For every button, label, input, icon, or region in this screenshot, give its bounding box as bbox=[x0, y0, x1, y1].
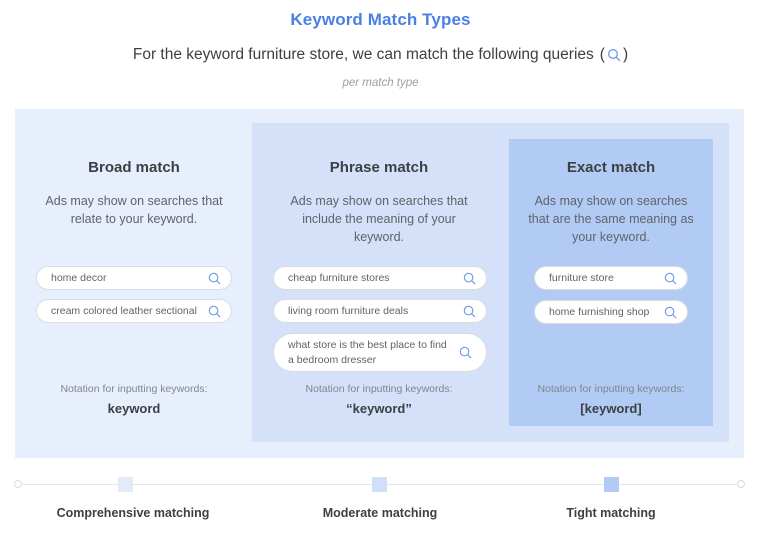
search-icon bbox=[208, 305, 221, 317]
per-match-type-label: per match type bbox=[342, 77, 419, 89]
phrase-match-description: Ads may show on searches that include th… bbox=[290, 194, 468, 244]
query-text: home furnishing shop bbox=[549, 305, 650, 318]
scale-marker-exact bbox=[604, 477, 619, 492]
query-pill: home decor bbox=[36, 266, 232, 290]
phrase-notation-label: Notation for inputting keywords: bbox=[305, 383, 453, 395]
query-text: cheap furniture stores bbox=[288, 271, 390, 284]
scale-start-dot bbox=[14, 480, 22, 488]
scale-label-moderate: Moderate matching bbox=[322, 506, 438, 520]
query-pill: what store is the best place to find a b… bbox=[273, 333, 487, 372]
exact-match-description: Ads may show on searches that are the sa… bbox=[528, 194, 694, 244]
search-icon bbox=[463, 305, 476, 317]
scale-label-comprehensive: Comprehensive matching bbox=[56, 506, 210, 520]
broad-notation-label: Notation for inputting keywords: bbox=[60, 383, 208, 395]
query-pill: home furnishing shop bbox=[534, 300, 688, 324]
search-icon bbox=[459, 346, 472, 359]
subtitle-icon-paren: () bbox=[599, 46, 629, 63]
query-text: cream colored leather sectional bbox=[51, 304, 197, 317]
query-pill: living room furniture deals bbox=[273, 299, 487, 323]
search-icon bbox=[463, 272, 476, 284]
exact-match-title: Exact match bbox=[566, 159, 656, 176]
exact-notation-value: [keyword] bbox=[580, 401, 642, 416]
page-title: Keyword Match Types bbox=[290, 10, 471, 29]
search-icon bbox=[208, 272, 221, 284]
query-pill: cheap furniture stores bbox=[273, 266, 487, 290]
scale-end-dot bbox=[737, 480, 745, 488]
subtitle: For the keyword furniture store, we can … bbox=[0, 46, 761, 64]
phrase-match-title: Phrase match bbox=[329, 159, 429, 176]
search-icon bbox=[664, 272, 677, 284]
broad-notation-value: keyword bbox=[107, 401, 161, 416]
broad-match-description: Ads may show on searches that relate to … bbox=[45, 194, 223, 226]
query-text: home decor bbox=[51, 271, 107, 284]
search-icon bbox=[664, 306, 677, 318]
query-pill: furniture store bbox=[534, 266, 688, 290]
subtitle-text: For the keyword furniture store, we can … bbox=[132, 46, 594, 63]
broad-match-title: Broad match bbox=[88, 159, 180, 176]
scale-marker-phrase bbox=[372, 477, 387, 492]
query-text: what store is the best place to find a b… bbox=[288, 338, 447, 366]
search-icon bbox=[608, 49, 621, 62]
phrase-notation-value: “keyword” bbox=[346, 401, 412, 416]
query-text: living room furniture deals bbox=[288, 304, 409, 317]
exact-notation-label: Notation for inputting keywords: bbox=[537, 383, 685, 395]
scale-marker-broad bbox=[118, 477, 133, 492]
query-text: furniture store bbox=[549, 271, 614, 284]
scale-label-tight: Tight matching bbox=[566, 506, 656, 520]
query-pill: cream colored leather sectional bbox=[36, 299, 232, 323]
